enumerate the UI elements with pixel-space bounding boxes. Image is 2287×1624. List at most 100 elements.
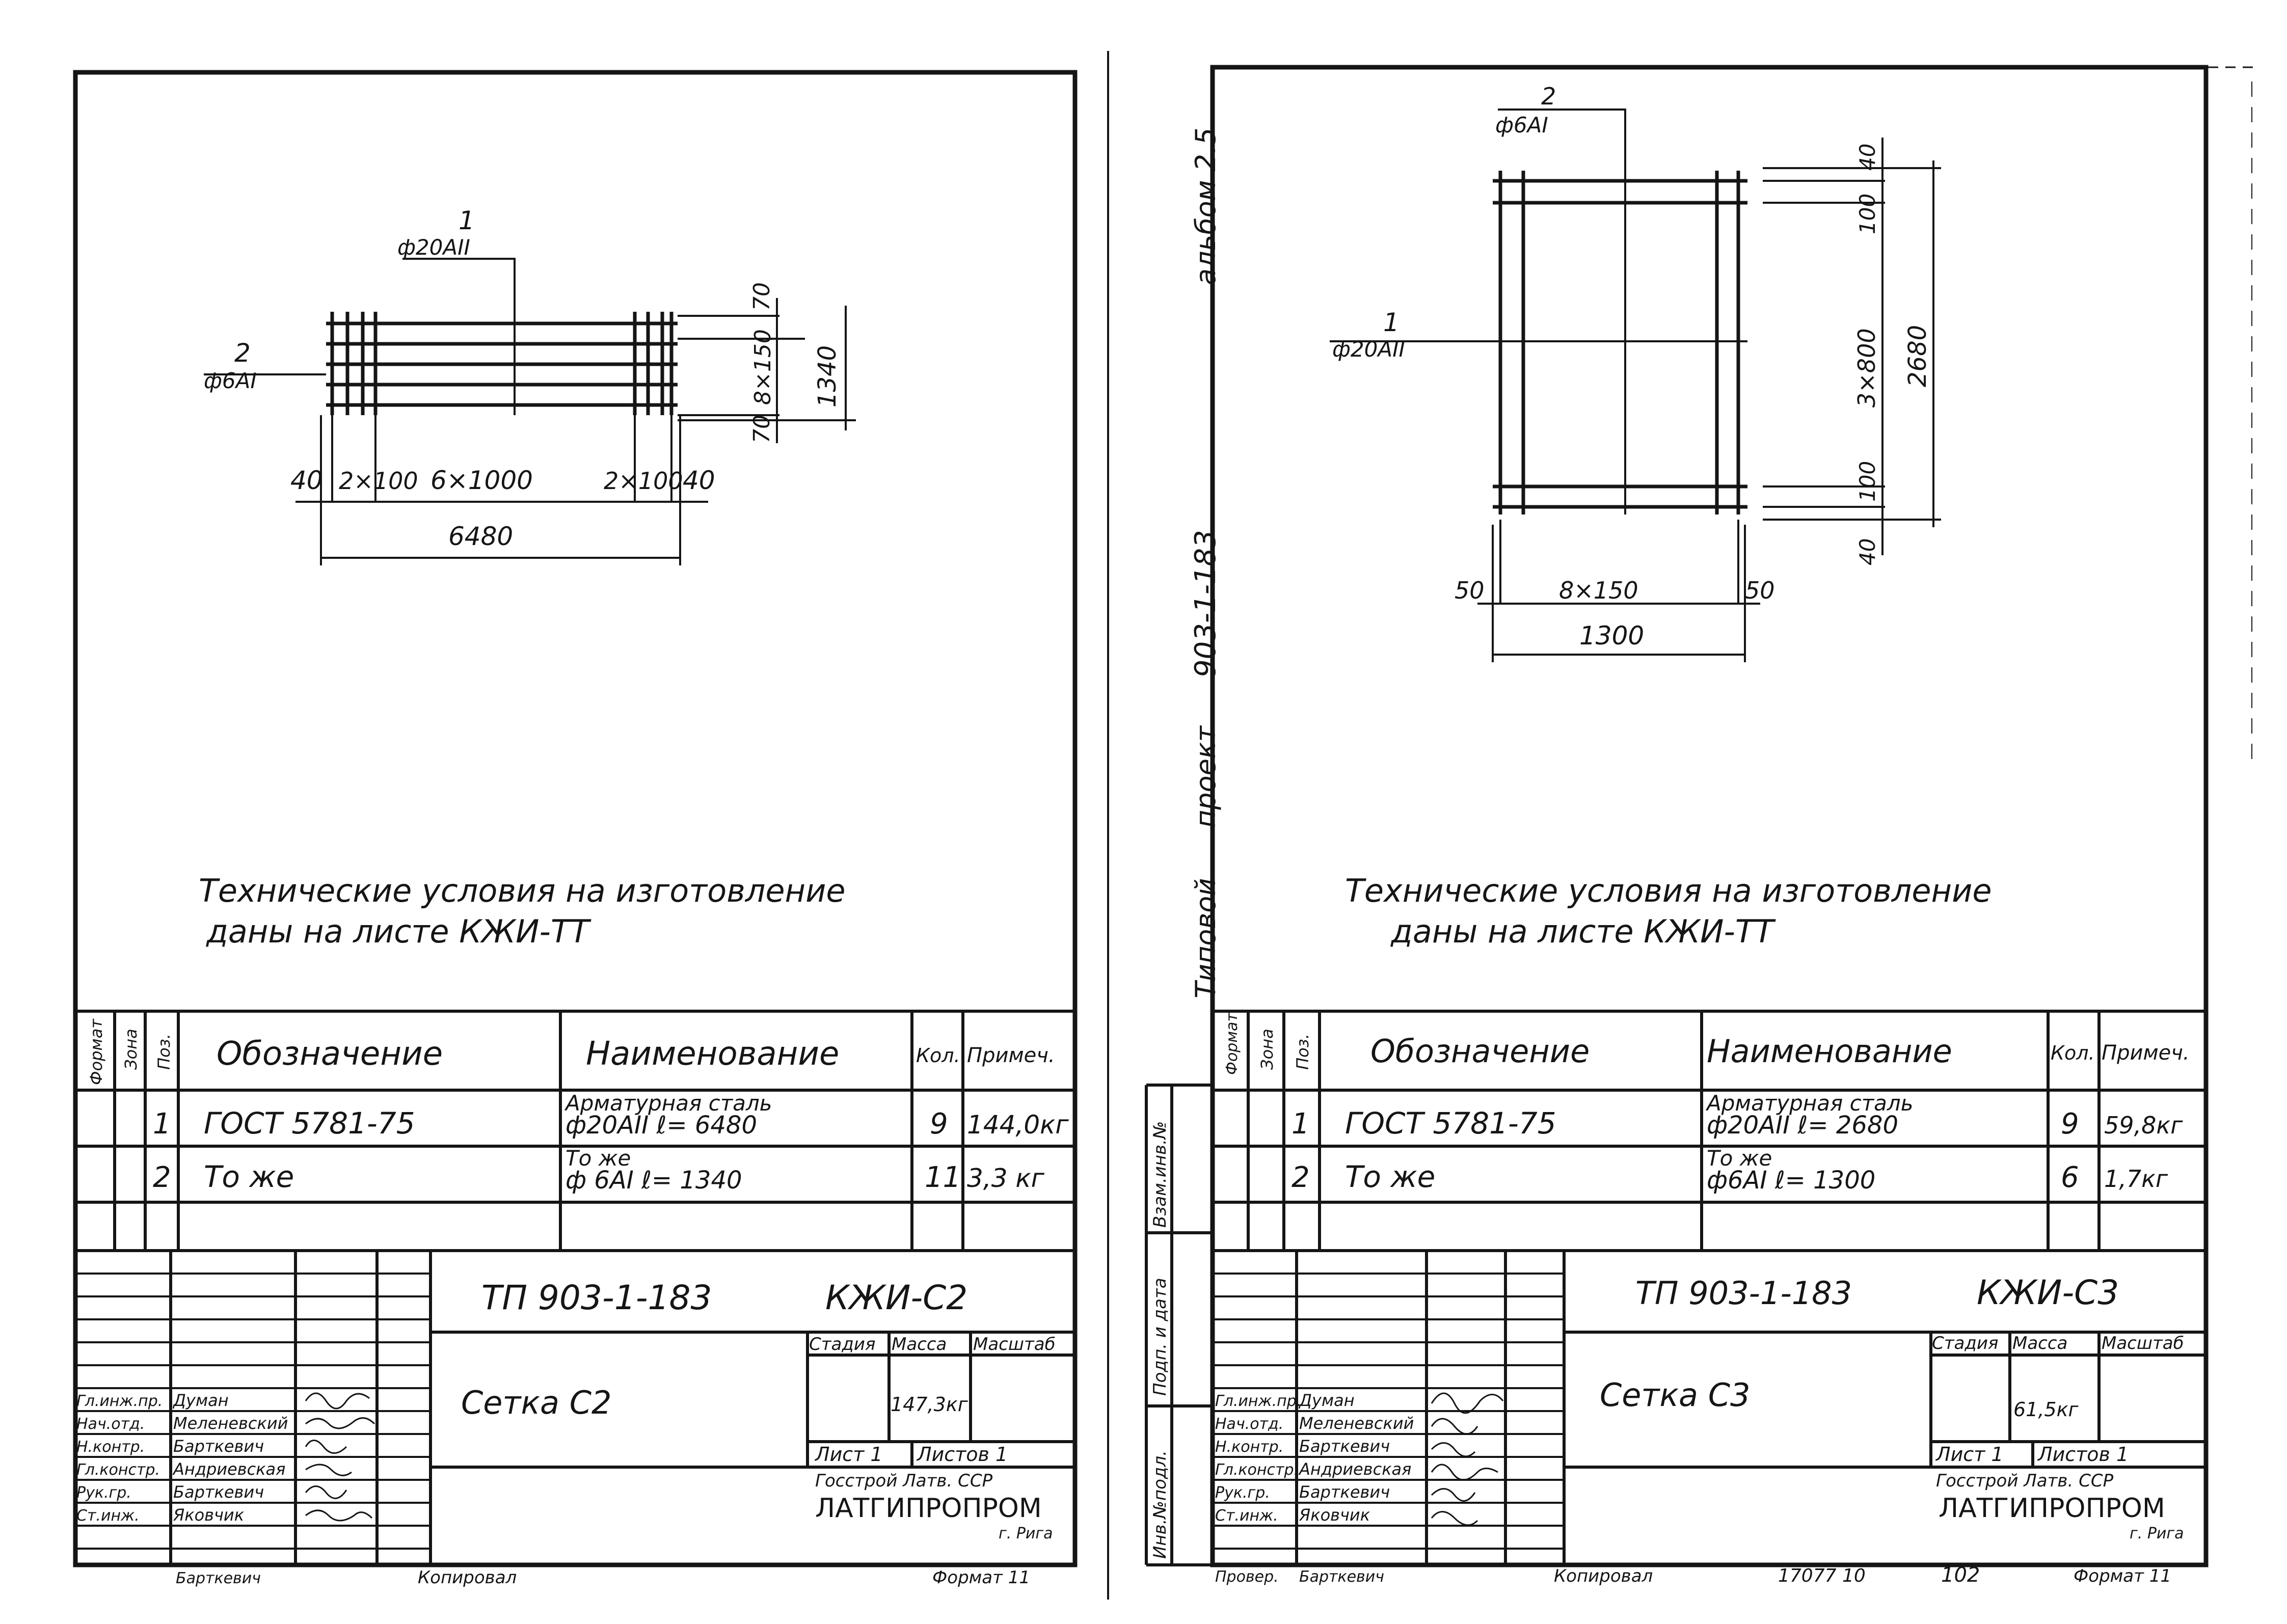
org-city: г. Рига bbox=[999, 1525, 1053, 1542]
spine-project-code: 903-1-183 bbox=[1189, 530, 1222, 678]
mass-value: 147,3кг bbox=[891, 1393, 968, 1416]
c3-dim-8x150: 8×150 bbox=[1559, 577, 1638, 604]
c3-person-2: Меленевский bbox=[1299, 1414, 1414, 1433]
c3-dim-1300: 1300 bbox=[1579, 621, 1644, 651]
col-note-header: Примеч. bbox=[967, 1044, 1055, 1067]
copied-label: Копировал bbox=[418, 1567, 517, 1588]
c3-inv-number: 17077 10 bbox=[1778, 1565, 1866, 1586]
title-item-name: Сетка С2 bbox=[461, 1384, 611, 1421]
dim-6480: 6480 bbox=[448, 522, 513, 551]
c3-bottom-role: Провер. bbox=[1215, 1568, 1279, 1586]
c3-row2-name-line2: ф6АI ℓ= 1300 bbox=[1707, 1166, 1875, 1195]
side-replaces-inv: Взам.инв.№ bbox=[1150, 1121, 1170, 1228]
col-name-header: Наименование bbox=[586, 1035, 839, 1073]
c3-dim-50-left: 50 bbox=[1455, 577, 1485, 604]
col-zone-header: Зона bbox=[121, 1028, 141, 1070]
person-4: Андриевская bbox=[172, 1459, 285, 1479]
side-strip: Взам.инв.№ Подп. и дата Инв.№подл. bbox=[1145, 1084, 1213, 1566]
c3-scale-label: Масштаб bbox=[2102, 1333, 2184, 1354]
spine-album: альбом 2.5 bbox=[1190, 127, 1222, 285]
spec-table-2: Формат Зона Поз. Обозначение Наименовани… bbox=[1213, 1010, 2206, 1252]
c3-dim-40-bottom: 40 bbox=[1855, 538, 1880, 565]
dim-40-right: 40 bbox=[683, 466, 715, 495]
format-label: Формат 11 bbox=[932, 1567, 1030, 1588]
dim-v70-bottom: 70 bbox=[749, 415, 775, 443]
c3-org-name: ЛАТГИПРОПРОМ bbox=[1939, 1493, 2165, 1524]
c3-title-sheet-code: КЖИ-С3 bbox=[1977, 1273, 2119, 1312]
tech-note-line2: даны на листе КЖИ-ТТ bbox=[206, 913, 591, 950]
c3-person-6: Яковчик bbox=[1299, 1505, 1370, 1525]
sheet-label: Лист 1 bbox=[814, 1443, 883, 1466]
stage-label: Стадия bbox=[809, 1334, 875, 1355]
row2-name-line2: ф 6АI ℓ= 1340 bbox=[566, 1166, 742, 1195]
c3-sheet-number: 102 bbox=[1941, 1563, 1980, 1587]
mesh-c3-dimensions bbox=[1330, 109, 1941, 662]
spec-table-1: Формат Зона Поз. Обозначение Наименовани… bbox=[75, 1010, 1075, 1252]
c3-person-5: Барткевич bbox=[1299, 1482, 1390, 1502]
c3-org-ministry: Госстрой Латв. ССР bbox=[1936, 1471, 2114, 1491]
dim-2x100-right: 2×100 bbox=[604, 467, 683, 495]
c3-col-zone-header: Зона bbox=[1257, 1028, 1277, 1070]
c3-dim-100-top: 100 bbox=[1855, 194, 1880, 234]
tech-note-line1: Технические условия на изготовление bbox=[199, 872, 846, 909]
c3-pos-1-label: 1 bbox=[1383, 308, 1400, 337]
signatures-1 bbox=[305, 1392, 375, 1522]
c3-tech-note-line1: Технические условия на изготовление bbox=[1345, 872, 1992, 909]
c3-title-doc-code: ТП 903-1-183 bbox=[1635, 1275, 1852, 1312]
role-2: Нач.отд. bbox=[76, 1415, 145, 1433]
person-5: Барткевич bbox=[173, 1482, 264, 1502]
c3-col-format-header: Формат bbox=[1223, 1012, 1241, 1075]
role-1: Гл.инж.пр. bbox=[76, 1392, 163, 1410]
sheets-label: Листов 1 bbox=[916, 1443, 1008, 1466]
spine-type-label: Типовой bbox=[1190, 878, 1222, 998]
c3-copied-label: Копировал bbox=[1554, 1566, 1653, 1586]
c3-role-4: Гл.констр. bbox=[1215, 1461, 1299, 1479]
c3-role-1: Гл.инж.пр. bbox=[1215, 1392, 1301, 1410]
c3-col-qty-header: Кол. bbox=[2051, 1042, 2095, 1064]
c3-bottom-person: Барткевич bbox=[1299, 1568, 1384, 1586]
title-block-2: ТП 903-1-183 КЖИ-С3 Сетка С3 Стадия Масс… bbox=[1213, 1251, 2206, 1565]
role-5: Рук.гр. bbox=[76, 1484, 131, 1502]
c3-row2-note: 1,7кг bbox=[2104, 1165, 2168, 1193]
c3-role-3: Н.контр. bbox=[1215, 1438, 1283, 1456]
dim-2x100-left: 2×100 bbox=[339, 467, 418, 495]
c3-mass-value: 61,5кг bbox=[2013, 1398, 2079, 1421]
side-inv-original: Инв.№подл. bbox=[1150, 1450, 1170, 1559]
pos-2-spec: ф6АI bbox=[204, 368, 257, 393]
dim-v1340: 1340 bbox=[813, 345, 842, 408]
c3-col-note-header: Примеч. bbox=[2102, 1041, 2190, 1065]
c3-col-designation-header: Обозначение bbox=[1370, 1033, 1590, 1070]
c3-row1-pos: 1 bbox=[1292, 1107, 1310, 1141]
mesh-c3-drawing bbox=[1493, 171, 1747, 515]
c3-dim-100-bottom: 100 bbox=[1855, 461, 1880, 502]
row2-designation: То же bbox=[204, 1159, 294, 1194]
c3-pos-2-spec: ф6АI bbox=[1495, 113, 1548, 138]
c3-format-label: Формат 11 bbox=[2074, 1566, 2171, 1586]
role-6: Ст.инж. bbox=[76, 1507, 140, 1525]
c3-sheet-label: Лист 1 bbox=[1935, 1443, 2004, 1466]
title-sheet-code: КЖИ-С2 bbox=[825, 1278, 967, 1317]
mass-label: Масса bbox=[892, 1334, 947, 1355]
c3-role-5: Рук.гр. bbox=[1215, 1484, 1270, 1502]
row2-note: 3,3 кг bbox=[967, 1163, 1045, 1193]
signatures-2 bbox=[1431, 1392, 1504, 1526]
row1-designation: ГОСТ 5781-75 bbox=[204, 1106, 415, 1141]
sheet-2-frame bbox=[1210, 65, 2209, 1567]
spine-project-label: проект bbox=[1190, 725, 1222, 828]
c3-person-4: Андриевская bbox=[1298, 1459, 1411, 1479]
c3-sheets-label: Листов 1 bbox=[2037, 1443, 2129, 1466]
row1-name-line2: ф20АII ℓ= 6480 bbox=[566, 1111, 757, 1140]
c3-tech-note-line2: даны на листе КЖИ-ТТ bbox=[1390, 913, 1776, 950]
row2-name-line1: То же bbox=[566, 1146, 631, 1171]
person-6: Яковчик bbox=[173, 1505, 245, 1525]
sheet-1: 1 ф20АII 2 ф6АI 40 2×100 6×1000 2×100 40… bbox=[73, 70, 1078, 1588]
c3-title-item-name: Сетка С3 bbox=[1600, 1376, 1750, 1414]
col-designation-header: Обозначение bbox=[217, 1035, 443, 1073]
c3-role-6: Ст.инж. bbox=[1215, 1507, 1278, 1525]
role-3: Н.контр. bbox=[76, 1438, 145, 1456]
title-block-1: ТП 903-1-183 КЖИ-С2 Сетка С2 Стадия Масс… bbox=[75, 1249, 1075, 1565]
c3-dim-40-top: 40 bbox=[1855, 144, 1880, 171]
person-3: Барткевич bbox=[173, 1437, 264, 1456]
col-qty-header: Кол. bbox=[916, 1044, 960, 1067]
